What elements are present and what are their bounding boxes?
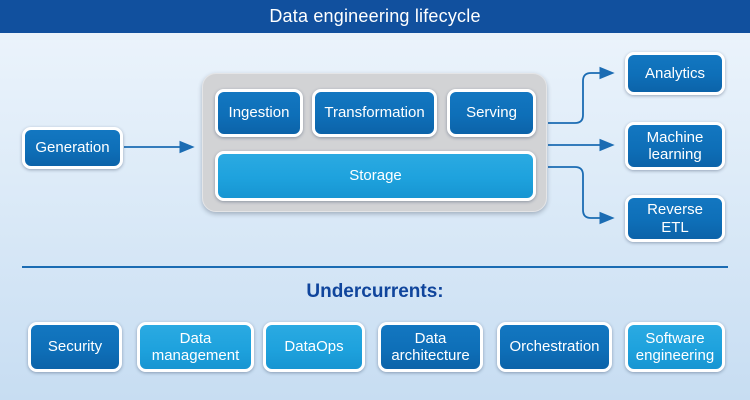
arrow-core-to-reverse-etl: [548, 166, 615, 225]
stage-box-transformation: Transformation: [312, 89, 437, 137]
output-box-reverse-etl-label: Reverse ETL: [647, 201, 703, 236]
title-bar: Data engineering lifecycle: [0, 0, 750, 33]
stage-box-storage: Storage: [215, 151, 536, 201]
undercurrents-heading: Undercurrents:: [306, 281, 444, 302]
output-box-analytics: Analytics: [625, 52, 725, 95]
output-box-machine-learning: Machine learning: [625, 122, 725, 170]
stage-box-generation: Generation: [22, 127, 123, 169]
undercurrent-box-orchestration: Orchestration: [497, 322, 612, 372]
undercurrent-box-data-architecture: Data architecture: [378, 322, 483, 372]
undercurrent-box-software-engineering: Software engineering: [625, 322, 725, 372]
stage-box-serving: Serving: [447, 89, 536, 137]
output-box-reverse-etl: Reverse ETL: [625, 195, 725, 242]
arrow-core-to-analytics: [548, 66, 615, 124]
stage-box-ingestion: Ingestion: [215, 89, 303, 137]
undercurrent-box-dataops: DataOps: [263, 322, 365, 372]
section-divider: [22, 266, 728, 268]
undercurrent-box-security: Security: [28, 322, 122, 372]
page-title: Data engineering lifecycle: [269, 6, 481, 26]
undercurrent-box-data-management: Data management: [137, 322, 254, 372]
